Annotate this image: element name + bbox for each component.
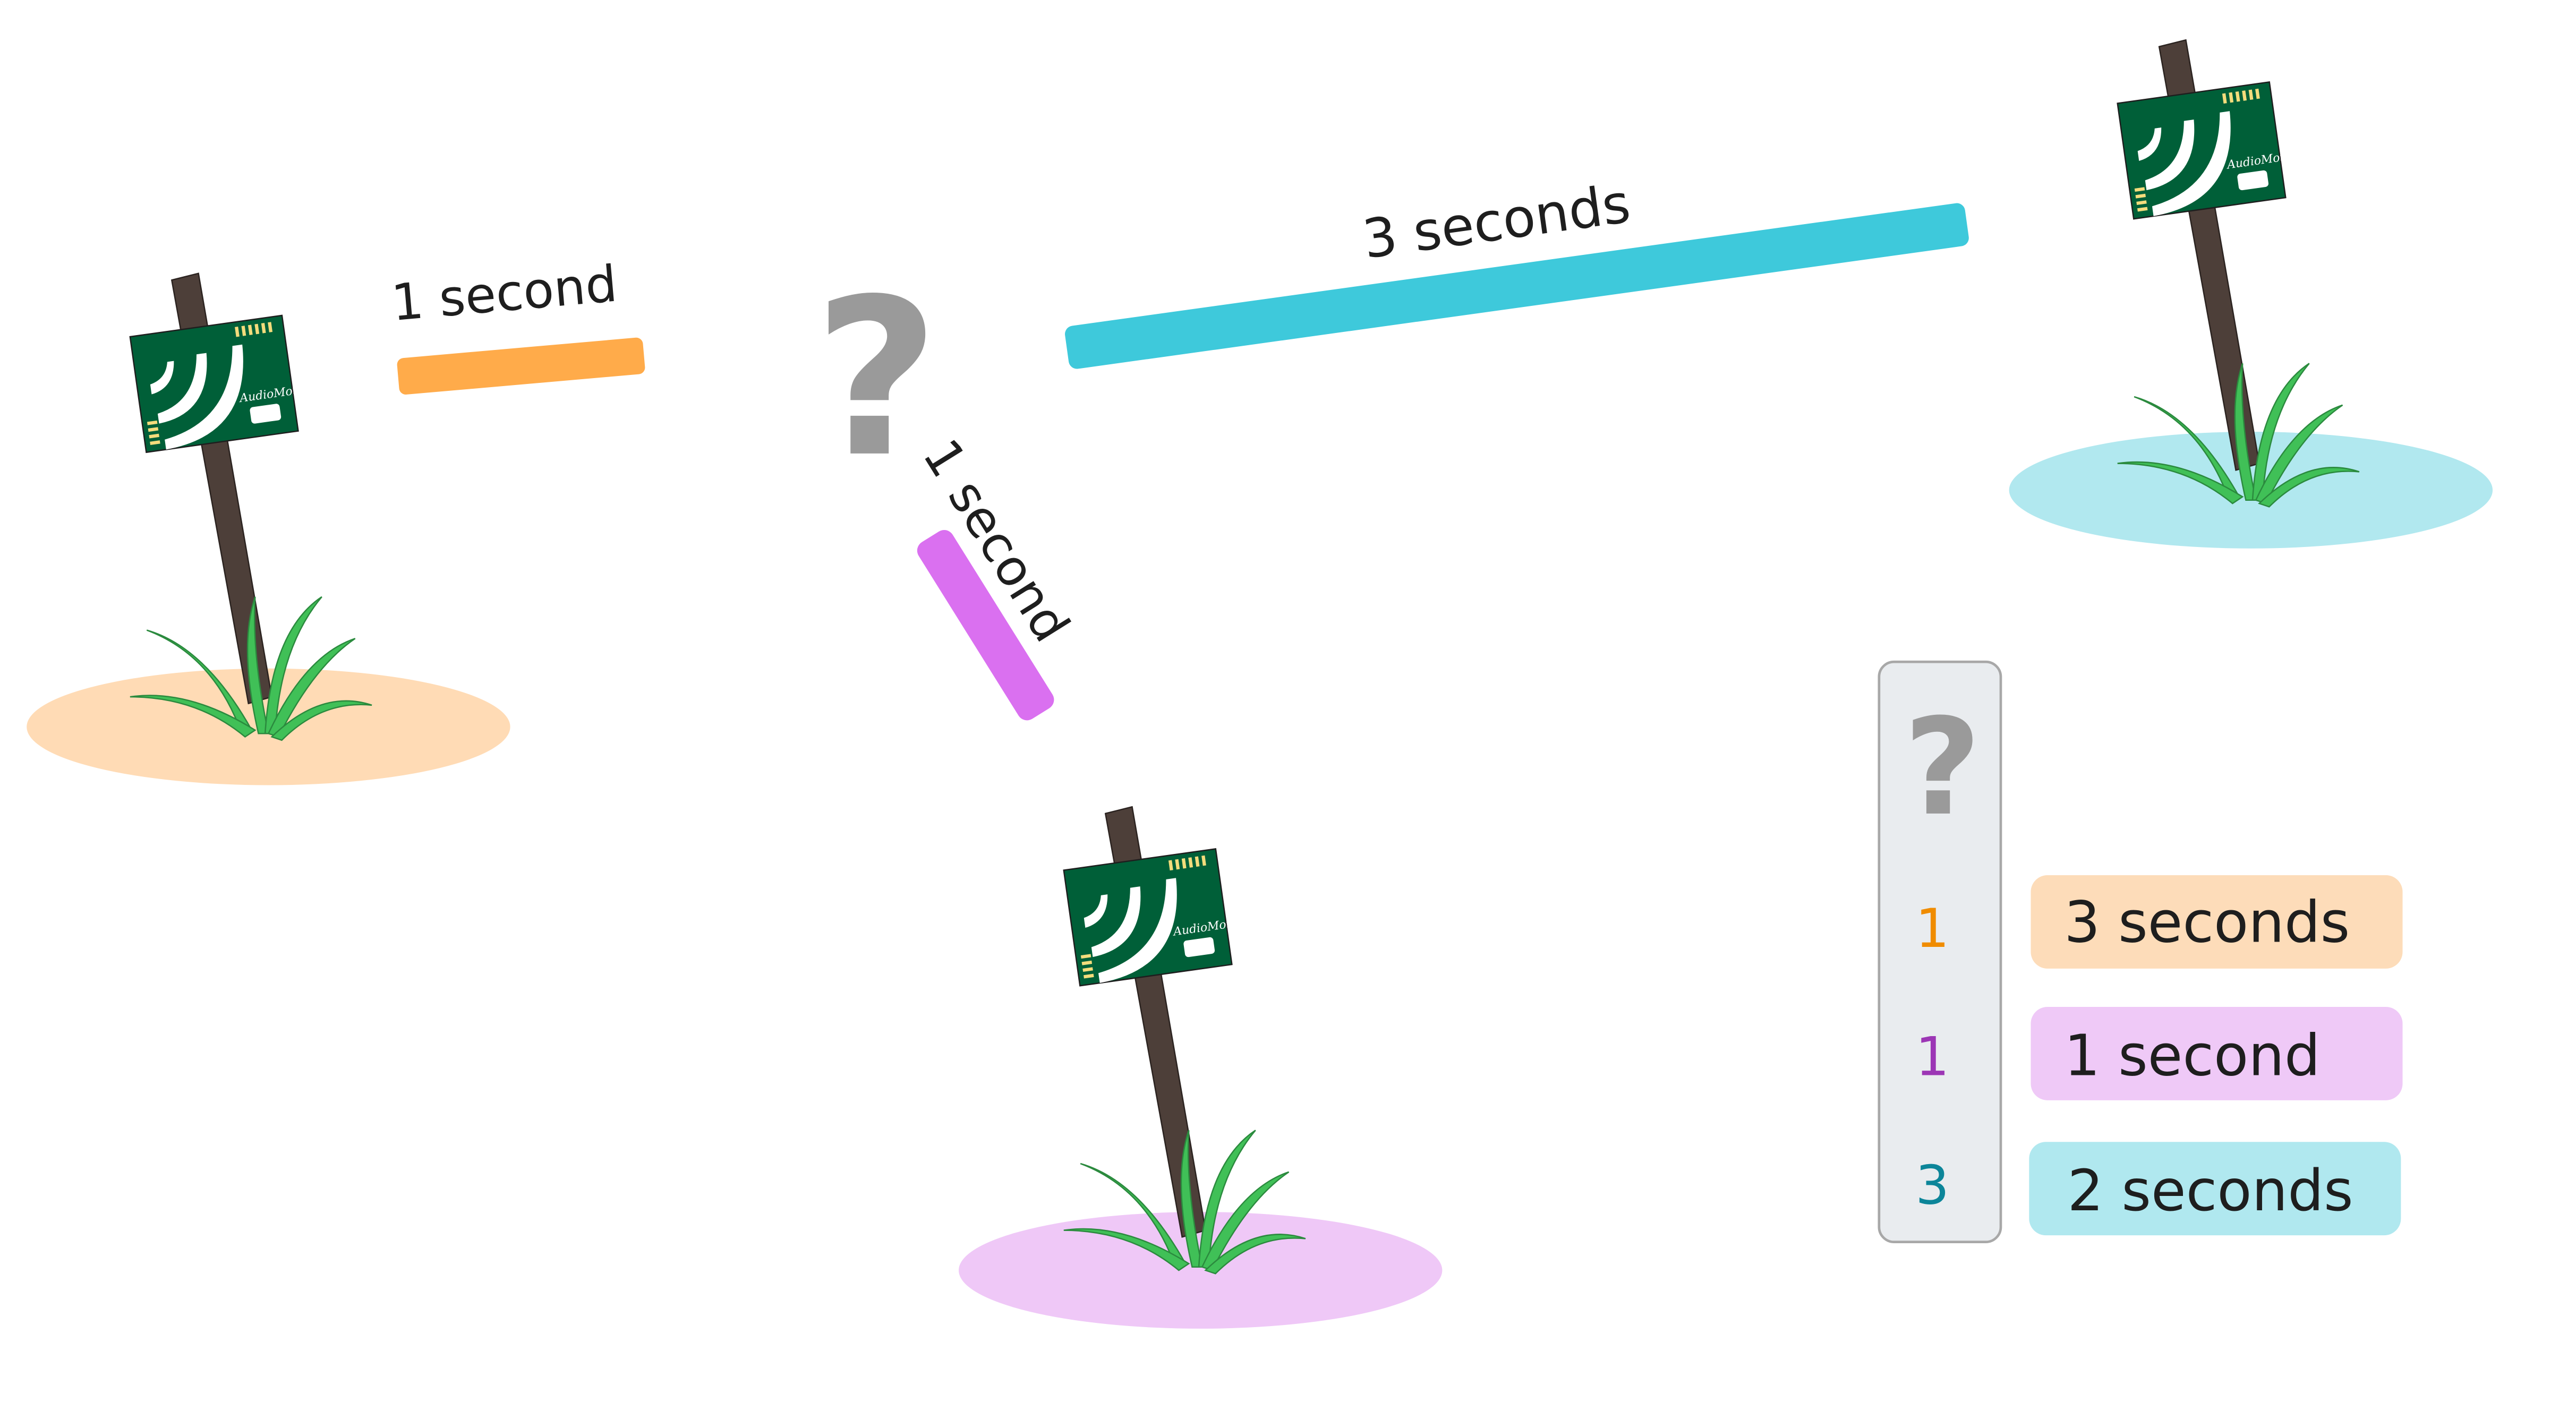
audiomoth-sensor-right: AudioMoth: [2117, 39, 2360, 508]
legend-question-mark: ?: [1904, 690, 1981, 845]
legend: ? 1 1 3 3 seconds 1 second 2 seconds: [1878, 660, 2403, 1243]
legend-count-1: 1: [1915, 897, 1949, 960]
legend-column: [1878, 660, 2002, 1243]
legend-label-1: 3 seconds: [2064, 890, 2350, 956]
purple-delay-bar: [917, 529, 1054, 721]
audiomoth-sensor-bottom: AudioMoth: [1063, 806, 1307, 1275]
unknown-question-mark: ?: [814, 253, 940, 505]
orange-delay-bar: [397, 337, 645, 395]
legend-count-3: 3: [1915, 1154, 1949, 1216]
pool-purple: [959, 1212, 1443, 1329]
orange-delay-label: 1 second: [389, 255, 620, 333]
legend-label-3: 2 seconds: [2068, 1158, 2353, 1224]
cyan-delay-bar: [1065, 203, 1969, 369]
legend-pill-cyan: [2029, 1142, 2401, 1236]
audiomoth-sensor-left: AudioMoth: [129, 272, 373, 741]
legend-pill-purple: [2031, 1007, 2403, 1100]
legend-count-2: 1: [1915, 1026, 1949, 1088]
legend-pill-orange: [2031, 875, 2403, 969]
legend-label-2: 1 second: [2064, 1023, 2320, 1089]
